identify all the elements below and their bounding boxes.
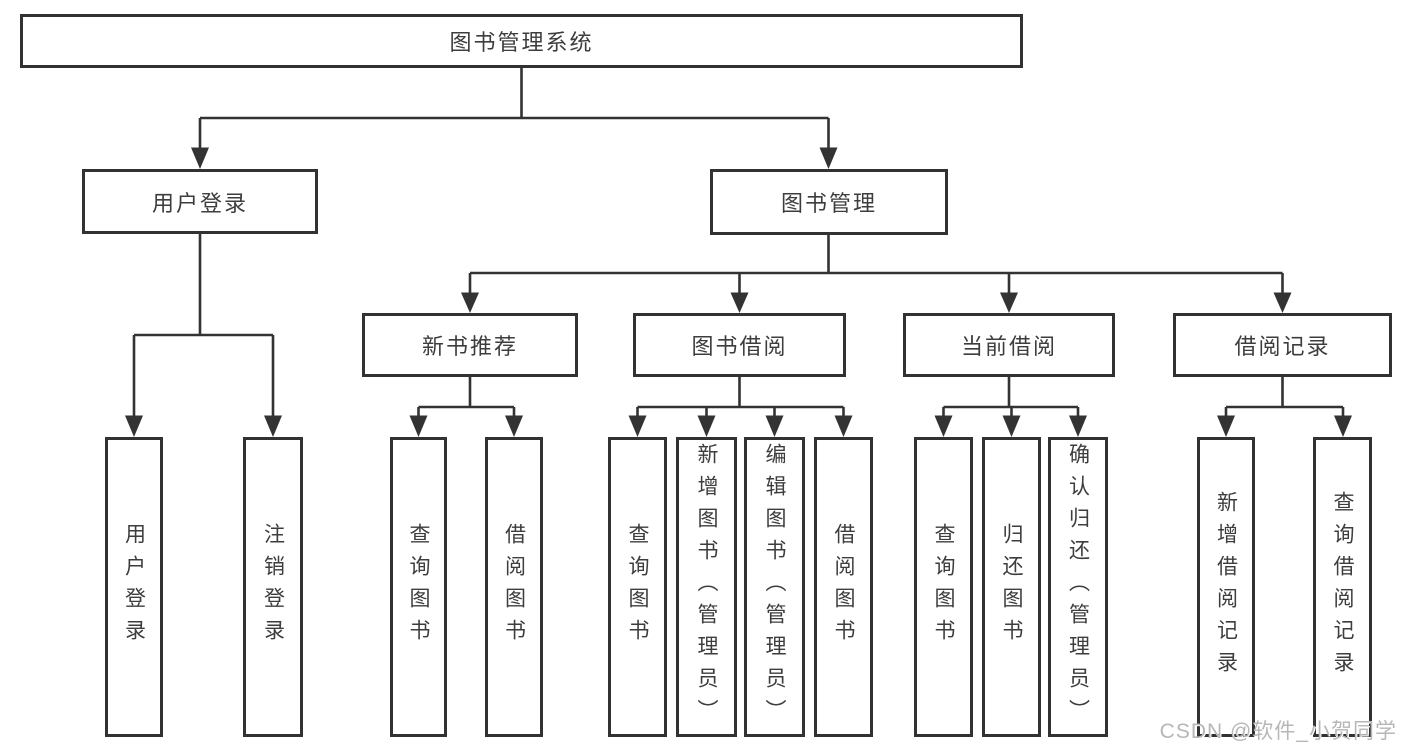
node-group-current-borrow: 当前借阅 (903, 313, 1115, 377)
connector-book-mgmt (461, 235, 1292, 313)
leaf-borrow-edit-book: 编辑图书（管理员） (744, 437, 805, 737)
leaf-borrow-edit-book-label: 编辑图书（管理员） (763, 443, 786, 731)
leaf-logout: 注销登录 (243, 437, 303, 737)
node-root: 图书管理系统 (20, 14, 1023, 68)
node-root-label: 图书管理系统 (449, 30, 594, 55)
node-group-new-book-label: 新书推荐 (421, 334, 518, 359)
leaf-return-book: 归还图书 (982, 437, 1041, 737)
node-group-new-book: 新书推荐 (362, 313, 578, 377)
leaf-add-borrow-record-label: 新增借阅记录 (1214, 491, 1238, 683)
leaf-add-borrow-record: 新增借阅记录 (1197, 437, 1255, 737)
leaf-confirm-return: 确认归还（管理员） (1048, 437, 1108, 737)
leaf-newbook-query-label: 查询图书 (407, 523, 430, 651)
connector-new-book (409, 377, 523, 437)
connector-current-borrow (934, 377, 1087, 437)
leaf-borrow-book: 借阅图书 (814, 437, 873, 737)
connector-root (191, 68, 838, 169)
node-group-borrow-records: 借阅记录 (1173, 313, 1392, 377)
node-group-current-borrow-label: 当前借阅 (960, 334, 1057, 359)
leaf-borrow-query: 查询图书 (608, 437, 667, 737)
leaf-current-query: 查询图书 (914, 437, 973, 737)
leaf-borrow-add-book: 新增图书（管理员） (676, 437, 737, 737)
leaf-newbook-borrow: 借阅图书 (485, 437, 543, 737)
connector-user-login (125, 234, 282, 437)
node-user-login-label: 用户登录 (151, 190, 248, 216)
leaf-newbook-borrow-label: 借阅图书 (502, 523, 526, 651)
leaf-user-login: 用户登录 (105, 437, 163, 737)
leaf-return-book-label: 归还图书 (1000, 523, 1023, 651)
leaf-newbook-query: 查询图书 (390, 437, 447, 737)
leaf-borrow-add-book-label: 新增图书（管理员） (695, 443, 718, 731)
node-book-mgmt-label: 图书管理 (780, 191, 877, 216)
node-book-mgmt: 图书管理 (710, 169, 948, 235)
leaf-query-borrow-record-label: 查询借阅记录 (1331, 491, 1354, 683)
leaf-confirm-return-label: 确认归还（管理员） (1066, 443, 1090, 731)
leaf-borrow-book-label: 借阅图书 (832, 523, 855, 651)
leaf-borrow-query-label: 查询图书 (626, 523, 649, 651)
node-group-borrow-records-label: 借阅记录 (1234, 334, 1331, 359)
connector-book-borrow (628, 377, 853, 437)
connector-borrow-records (1217, 377, 1352, 437)
watermark: CSDN @软件_小贺同学 (1159, 720, 1397, 743)
node-user-login: 用户登录 (82, 169, 318, 234)
leaf-query-borrow-record: 查询借阅记录 (1313, 437, 1372, 737)
leaf-current-query-label: 查询图书 (932, 523, 955, 651)
node-group-book-borrow-label: 图书借阅 (691, 334, 788, 359)
leaf-user-login-label: 用户登录 (122, 523, 146, 651)
node-group-book-borrow: 图书借阅 (633, 313, 846, 377)
leaf-logout-label: 注销登录 (261, 523, 285, 651)
